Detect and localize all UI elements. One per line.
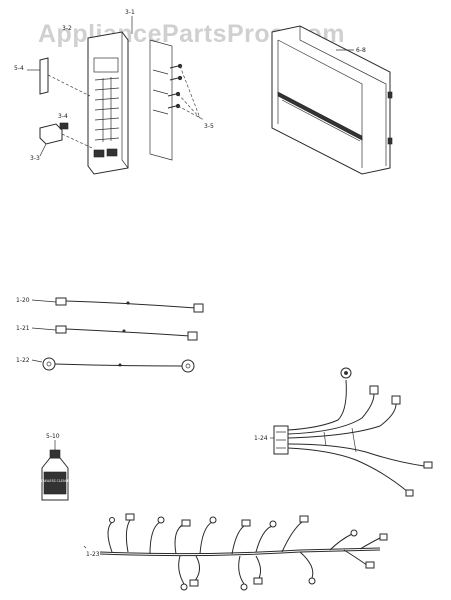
mount-screws	[167, 63, 183, 109]
callout-5-10: 5-10	[46, 433, 60, 440]
callout-3-3: 3-3	[30, 155, 40, 162]
harness-branches	[107, 513, 388, 591]
keypad-grid	[94, 77, 120, 142]
callout-1-21: 1-21	[16, 325, 30, 332]
switch-base	[39, 123, 63, 145]
cord-1-22[interactable]: 1-22	[16, 357, 195, 373]
cord-1-20-wire	[65, 300, 197, 309]
bracket-ribs	[152, 69, 169, 115]
bottle-label	[43, 471, 67, 495]
bottle-cap	[49, 449, 61, 459]
display-window	[93, 57, 119, 73]
callout-1-24: 1-24	[254, 435, 268, 442]
nameplate-leader	[47, 74, 91, 97]
callout-1-22: 1-22	[16, 357, 30, 364]
cleaner-bottle[interactable]: 5-10 STAINLESS CLEANER	[39, 433, 73, 501]
start-button	[93, 149, 105, 158]
harness-trunk	[99, 547, 381, 555]
panel-bracket	[149, 39, 173, 161]
cord-1-21[interactable]: 1-21	[16, 325, 198, 341]
callout-1-23: 1-23	[86, 551, 100, 558]
door-hinge-bottom	[387, 137, 393, 145]
door-stripe	[277, 91, 363, 141]
switch-leader	[61, 133, 93, 149]
harness-1-24[interactable]: 1-24	[254, 367, 433, 497]
stop-button	[106, 148, 118, 157]
panel-edge	[121, 32, 129, 169]
screw-leaders	[177, 65, 205, 121]
callout-6-8: 6-8	[356, 47, 366, 54]
callout-3-1: 3-1	[125, 9, 135, 16]
callout-1-20: 1-20	[16, 297, 30, 304]
callout-5-4: 5-4	[14, 65, 24, 72]
door-panel-inner-edge	[299, 26, 387, 166]
door-panel-assembly[interactable]: 6-8	[271, 25, 393, 175]
harness-1-23[interactable]: 1-23	[83, 513, 388, 591]
cord-1-21-wire	[65, 328, 191, 337]
callout-3-5: 3-5	[204, 123, 214, 130]
callout-3-4: 3-4	[58, 113, 68, 120]
door-hinge-top	[387, 91, 393, 99]
nameplate	[39, 57, 49, 95]
callout-3-2: 3-2	[62, 25, 72, 32]
control-panel-assembly[interactable]: 3-1 3-2 5-4 3-4 3-3 3-5	[14, 9, 214, 175]
bottle-label-text: STAINLESS CLEANER	[39, 479, 73, 483]
cord-1-20[interactable]: 1-20	[16, 297, 204, 313]
switch-knob	[59, 122, 69, 130]
